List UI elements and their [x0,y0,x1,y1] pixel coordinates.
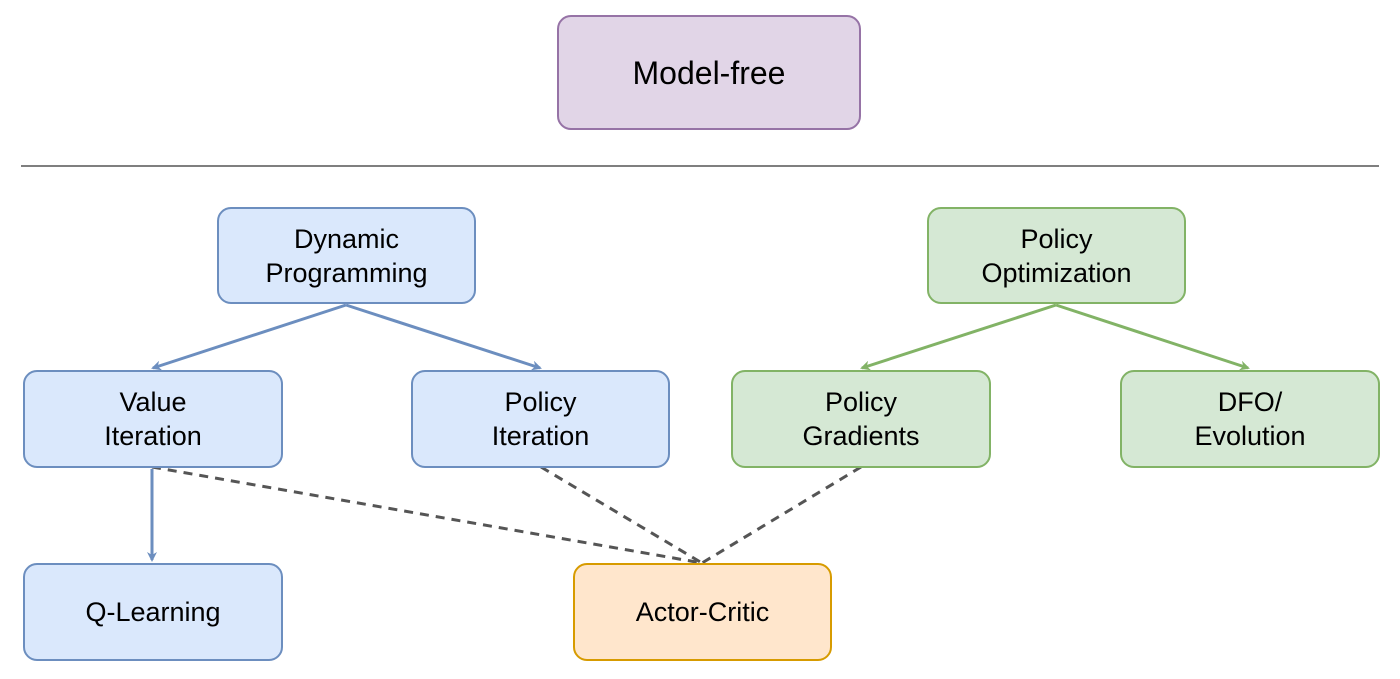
node-dynamic-programming-label: Dynamic Programming [265,223,428,288]
node-model-free-label: Model-free [632,54,786,91]
node-actor-critic: Actor-Critic [573,563,832,661]
node-policy-gradients: Policy Gradients [731,370,991,468]
node-value-iteration: Value Iteration [23,370,283,468]
edge-po-to-pg [860,303,1057,371]
edge-dp-to-pi [345,303,542,371]
node-q-learning-label: Q-Learning [85,597,221,627]
node-q-learning: Q-Learning [23,563,283,661]
node-model-free: Model-free [557,15,861,130]
node-dfo-evolution-label: DFO/ Evolution [1194,387,1306,451]
node-policy-iteration: Policy Iteration [411,370,670,468]
dashed-edge-pg-to-ac [701,465,862,565]
node-actor-critic-label: Actor-Critic [635,597,770,627]
node-policy-iteration-label: Policy Iteration [491,387,590,451]
node-policy-gradients-label: Policy Gradients [802,387,920,451]
node-dfo-evolution: DFO/ Evolution [1120,370,1380,468]
node-value-iteration-label: Value Iteration [104,387,202,451]
edge-po-to-dfo [1055,303,1250,371]
dashed-edge-vi-to-ac [151,465,703,565]
edge-dp-to-vi [151,303,347,371]
node-policy-optimization-label: Policy Optimization [981,223,1132,288]
node-policy-optimization: Policy Optimization [927,207,1186,304]
node-dynamic-programming: Dynamic Programming [217,207,476,304]
dashed-edge-pi-to-ac [540,465,703,565]
